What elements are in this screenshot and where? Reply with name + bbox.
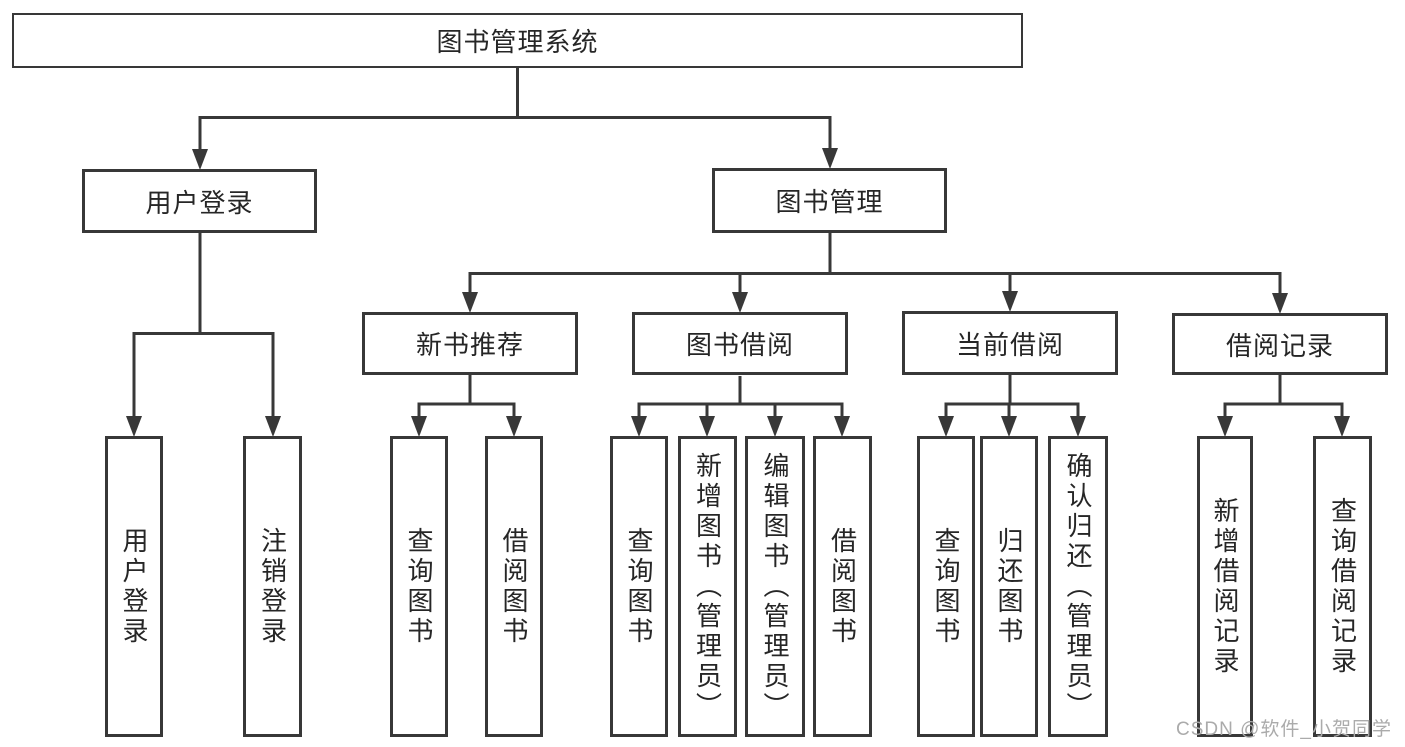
leaf-return-books-label: 归还图书	[994, 526, 1024, 647]
node-new-book-recommend: 新书推荐	[362, 312, 578, 375]
node-current-borrowing: 当前借阅	[902, 311, 1118, 375]
arrow-down-icon	[506, 416, 522, 437]
arrow-down-icon	[265, 416, 281, 437]
leaf-query-books-current-label: 查询图书	[931, 526, 961, 647]
leaf-query-borrow-record: 查询借阅记录	[1313, 436, 1372, 737]
leaf-add-borrow-record-label: 新增借阅记录	[1210, 496, 1240, 677]
arrow-down-icon	[126, 416, 142, 437]
arrow-down-icon	[699, 416, 715, 437]
connector-userlogin-to-leaves	[132, 233, 275, 419]
connector-root-to-level2	[198, 68, 832, 152]
node-user-login-label: 用户登录	[145, 187, 254, 218]
leaf-borrow-books-recommend: 借阅图书	[485, 436, 543, 737]
leaf-query-books-recommend: 查询图书	[390, 436, 448, 737]
arrow-down-icon	[938, 416, 954, 437]
node-borrowing-records-label: 借阅记录	[1225, 330, 1334, 361]
leaf-user-login: 用户登录	[105, 436, 163, 737]
leaf-query-books-borrowing: 查询图书	[610, 436, 668, 737]
leaf-query-books-recommend-label: 查询图书	[404, 526, 434, 647]
node-book-borrowing-label: 图书借阅	[685, 330, 794, 360]
arrow-down-icon	[411, 416, 427, 437]
leaf-query-books-borrowing-label: 查询图书	[624, 526, 654, 647]
node-borrowing-records: 借阅记录	[1172, 313, 1388, 375]
leaf-borrow-books-recommend-label: 借阅图书	[499, 526, 529, 647]
leaf-add-books-admin: 新增图书（管理员）	[678, 436, 737, 737]
leaf-add-borrow-record: 新增借阅记录	[1197, 436, 1253, 737]
connector-borrowing-to-leaves	[637, 376, 844, 419]
connector-records-to-leaves	[1223, 375, 1344, 419]
arrow-down-icon	[822, 148, 838, 169]
root-node: 图书管理系统	[12, 13, 1023, 68]
arrow-down-icon	[1002, 291, 1018, 312]
leaf-confirm-return-admin: 确认归还（管理员）	[1048, 436, 1108, 737]
leaf-borrow-books: 借阅图书	[813, 436, 872, 737]
leaf-edit-books-admin: 编辑图书（管理员）	[745, 436, 805, 737]
leaf-confirm-return-admin-label: 确认归还（管理员）	[1063, 451, 1093, 722]
arrow-down-icon	[1070, 416, 1086, 437]
arrow-down-icon	[834, 416, 850, 437]
arrow-down-icon	[1334, 416, 1350, 437]
leaf-logout-login-label: 注销登录	[257, 526, 288, 647]
connector-newbook-to-leaves	[417, 375, 516, 419]
arrow-down-icon	[1217, 416, 1233, 437]
connector-current-to-leaves	[944, 375, 1080, 419]
node-book-borrowing: 图书借阅	[632, 312, 848, 375]
leaf-add-books-admin-label: 新增图书（管理员）	[692, 451, 723, 722]
connector-bookmgmt-to-level3	[468, 233, 1282, 296]
node-current-borrowing-label: 当前借阅	[955, 329, 1064, 360]
csdn-watermark: CSDN @软件_小贺同学	[1176, 719, 1392, 740]
arrow-down-icon	[1272, 293, 1288, 314]
arrow-down-icon	[767, 416, 783, 437]
node-book-management-label: 图书管理	[775, 187, 884, 217]
leaf-user-login-label: 用户登录	[119, 526, 149, 647]
node-book-management: 图书管理	[712, 168, 947, 233]
arrow-down-icon	[732, 292, 748, 313]
leaf-query-borrow-record-label: 查询借阅记录	[1327, 496, 1358, 677]
arrow-down-icon	[462, 292, 478, 313]
arrow-down-icon	[1001, 416, 1017, 437]
leaf-return-books: 归还图书	[980, 436, 1038, 737]
arrow-down-icon	[631, 416, 647, 437]
leaf-query-books-current: 查询图书	[917, 436, 975, 737]
leaf-logout-login: 注销登录	[243, 436, 302, 737]
leaf-edit-books-admin-label: 编辑图书（管理员）	[760, 451, 790, 722]
root-node-label: 图书管理系统	[436, 27, 599, 57]
leaf-borrow-books-label: 借阅图书	[827, 526, 858, 647]
node-user-login: 用户登录	[82, 169, 317, 233]
arrow-down-icon	[192, 149, 208, 170]
node-new-book-recommend-label: 新书推荐	[415, 330, 524, 360]
